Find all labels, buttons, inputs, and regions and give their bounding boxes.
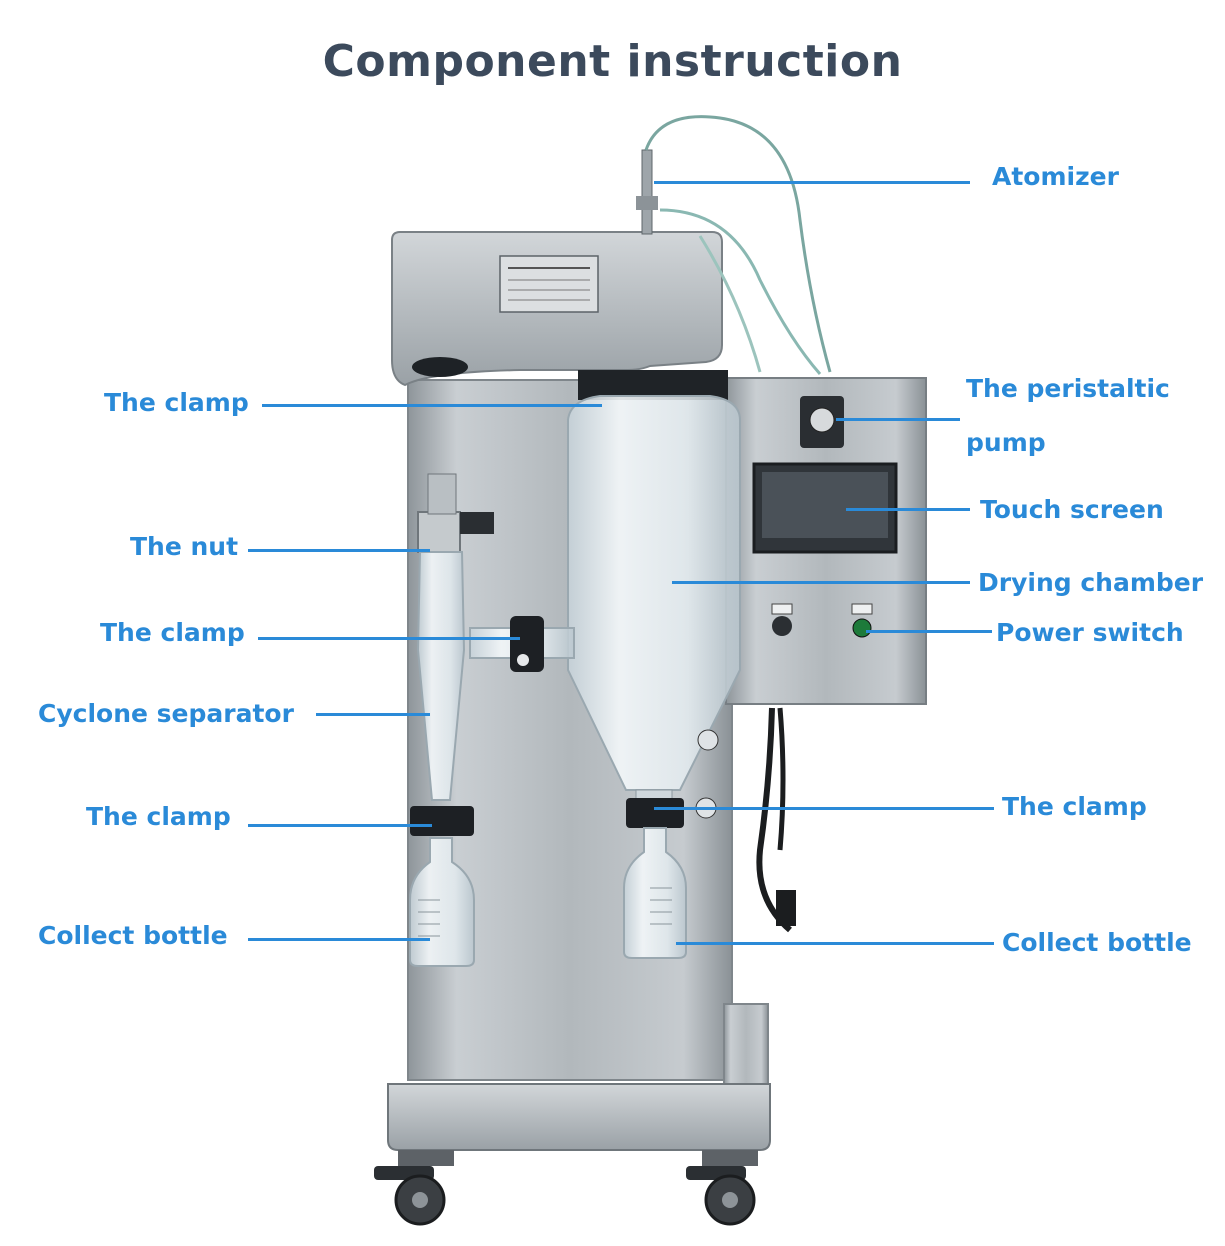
label-clamp-right-bottom: The clamp bbox=[1002, 792, 1147, 821]
label-drying-chamber: Drying chamber bbox=[978, 568, 1204, 597]
label-power-switch: Power switch bbox=[996, 618, 1184, 647]
leader-peristaltic-pump bbox=[836, 418, 960, 421]
leader-collect-bottle-left bbox=[248, 938, 430, 941]
leader-clamp-top bbox=[262, 404, 602, 407]
right-collect-bottle bbox=[623, 827, 687, 959]
atomizer-nozzle bbox=[641, 149, 653, 235]
label-peristaltic-pump-line2: pump bbox=[966, 428, 1046, 457]
leader-drying-chamber bbox=[672, 581, 970, 584]
label-clamp-top: The clamp bbox=[104, 388, 249, 417]
label-collect-bottle-right: Collect bottle bbox=[1002, 928, 1192, 957]
leader-cyclone-separator bbox=[316, 713, 430, 716]
page-title: Component instruction bbox=[322, 36, 903, 87]
right-bottom-clamp bbox=[626, 798, 684, 828]
label-clamp-left-bottom: The clamp bbox=[86, 802, 231, 831]
cyclone-glass bbox=[416, 551, 466, 801]
key-switch bbox=[772, 616, 792, 636]
label-atomizer: Atomizer bbox=[992, 162, 1119, 191]
label-cyclone-separator: Cyclone separator bbox=[38, 699, 294, 728]
label-collect-bottle-left: Collect bottle bbox=[38, 921, 228, 950]
leader-touch-screen bbox=[846, 508, 970, 511]
leader-collect-bottle-right bbox=[676, 942, 994, 945]
left-bottom-clamp bbox=[410, 806, 474, 836]
label-touch-screen: Touch screen bbox=[980, 495, 1164, 524]
leader-nut bbox=[248, 549, 430, 552]
leader-clamp-right-bottom bbox=[654, 807, 994, 810]
leader-clamp-mid bbox=[258, 637, 520, 640]
power-button bbox=[852, 618, 872, 638]
left-collect-bottle bbox=[409, 837, 475, 967]
label-clamp-mid: The clamp bbox=[100, 618, 245, 647]
label-nut: The nut bbox=[130, 532, 239, 561]
nut-body bbox=[417, 511, 461, 553]
base-platform bbox=[387, 1083, 771, 1151]
leader-clamp-left-bottom bbox=[248, 824, 432, 827]
leader-atomizer bbox=[654, 181, 970, 184]
label-peristaltic-pump-line1: The peristaltic bbox=[966, 374, 1170, 403]
nameplate bbox=[499, 255, 599, 313]
leader-power-switch bbox=[866, 630, 992, 633]
